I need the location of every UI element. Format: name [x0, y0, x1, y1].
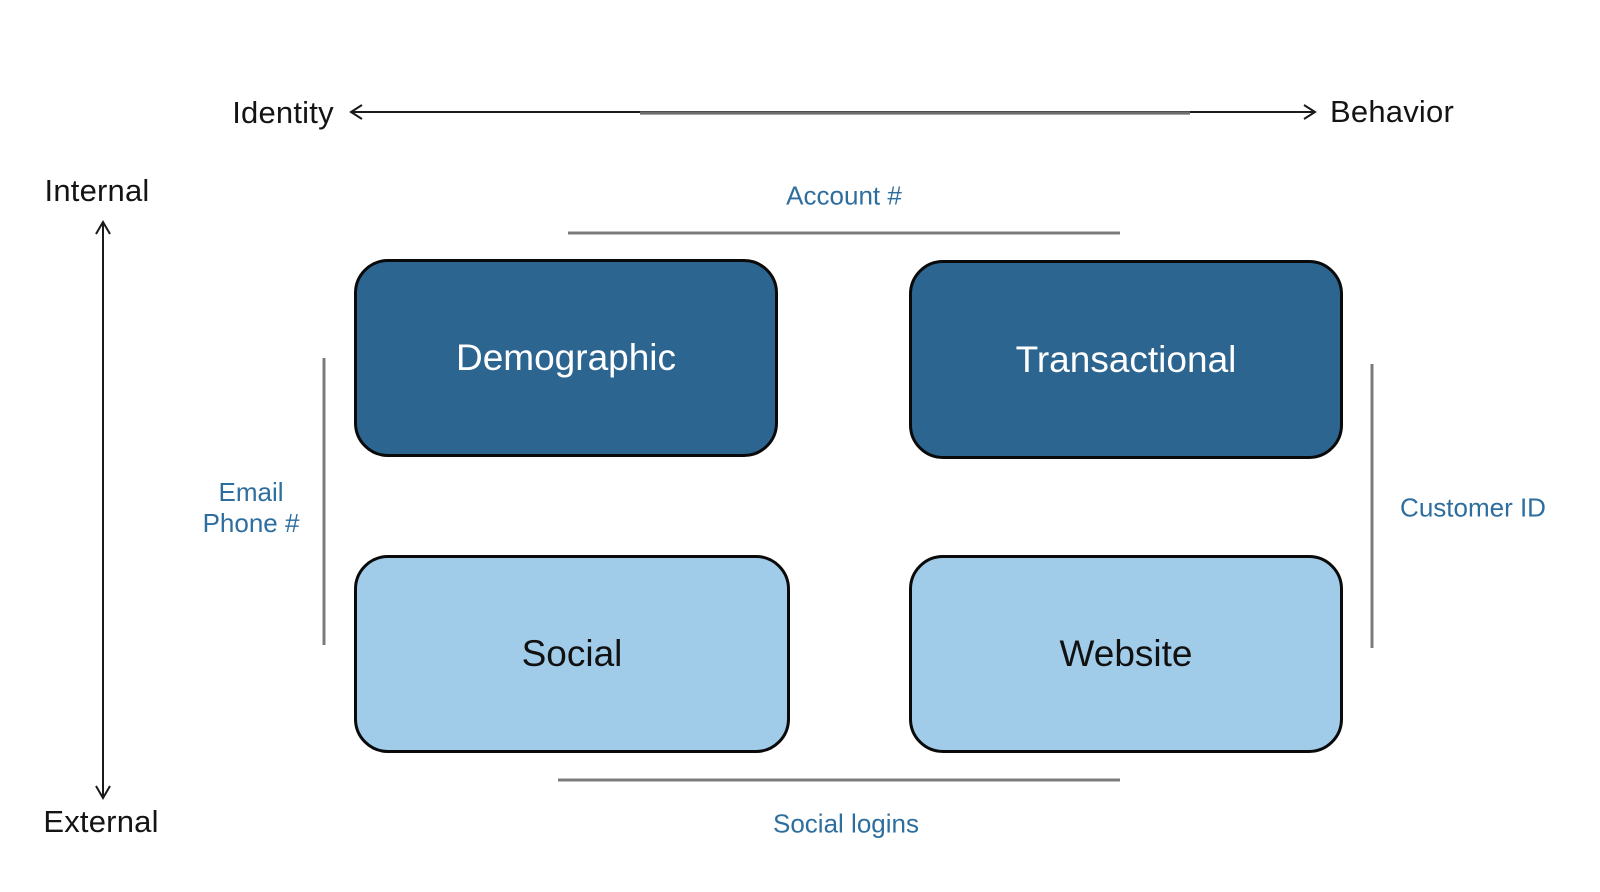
connector-label-account-number: Account # [786, 180, 902, 211]
quadrant-box-transactional: Transactional [909, 260, 1343, 459]
quadrant-box-label: Website [1059, 633, 1193, 674]
quadrant-box-website: Website [909, 555, 1343, 753]
right-arrowhead-icon [1303, 104, 1317, 120]
quadrant-box-label: Social [521, 633, 623, 674]
up-arrowhead-icon [95, 220, 111, 235]
axis-label-external: External [43, 804, 159, 839]
connector-label-phone-line: Phone # [202, 508, 300, 538]
axis-label-internal: Internal [44, 173, 150, 208]
quadrant-box-social: Social [354, 555, 790, 753]
connector-label-customer-id: Customer ID [1400, 492, 1546, 523]
down-arrowhead-icon [95, 785, 111, 800]
connector-label-email-phone: Email Phone # [203, 477, 300, 539]
quadrant-box-label: Transactional [1015, 338, 1237, 380]
quadrant-box-demographic: Demographic [354, 259, 778, 457]
connector-label-email-line: Email [218, 477, 284, 507]
left-arrowhead-icon [349, 104, 363, 120]
axis-label-identity: Identity [232, 95, 334, 130]
axis-label-behavior: Behavior [1330, 94, 1454, 129]
connector-label-social-logins: Social logins [773, 808, 919, 839]
quadrant-box-label: Demographic [455, 337, 677, 378]
